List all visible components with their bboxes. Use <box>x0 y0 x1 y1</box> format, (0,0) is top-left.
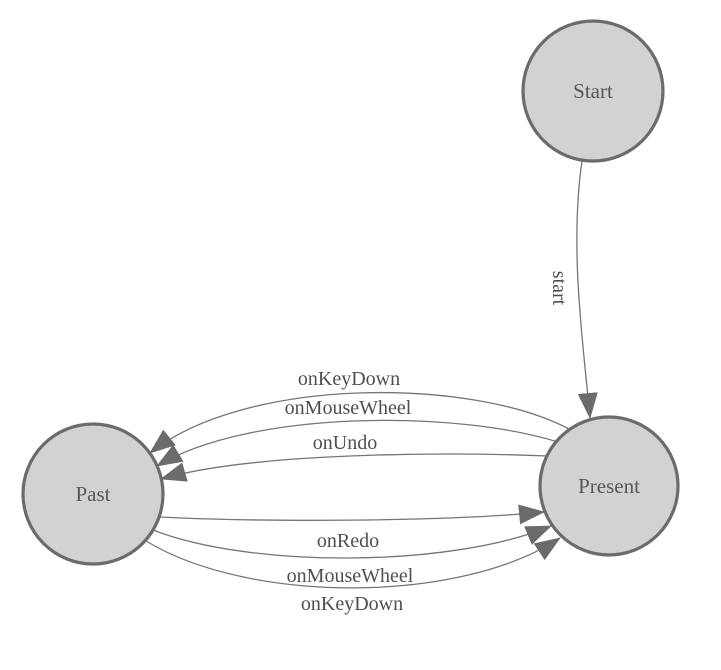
edge-present-to-past-onkeydown <box>149 391 570 454</box>
edge-label-start: start <box>548 271 570 306</box>
edge-present-to-past-onundo <box>160 453 549 482</box>
node-start-label: Start <box>573 79 613 103</box>
node-start-circle[interactable] <box>521 19 665 163</box>
node-past-circle[interactable] <box>21 422 165 566</box>
edge-label-onredo: onRedo <box>317 530 379 552</box>
edge-label-onundo: onUndo <box>313 432 377 454</box>
edge-past-to-present-onkeydown <box>145 537 561 589</box>
edge-label-onmousewheel-bottom: onMouseWheel <box>287 565 414 587</box>
edge-present-to-past-onmousewheel <box>156 419 559 467</box>
edge-label-onkeydown-bottom: onKeyDown <box>301 593 403 615</box>
node-present-circle[interactable] <box>538 415 680 557</box>
node-present[interactable]: Present <box>538 415 680 557</box>
node-past[interactable]: Past <box>21 422 165 566</box>
edge-past-to-present-onmousewheel <box>152 525 552 559</box>
node-past-label: Past <box>75 482 110 506</box>
edge-label-onkeydown-top: onKeyDown <box>298 368 400 390</box>
node-present-label: Present <box>578 474 640 498</box>
edge-label-onmousewheel-top: onMouseWheel <box>285 397 412 419</box>
node-start[interactable]: Start <box>521 19 665 163</box>
edge-past-to-present-onredo <box>158 504 545 525</box>
edge-start-to-present <box>576 160 598 419</box>
